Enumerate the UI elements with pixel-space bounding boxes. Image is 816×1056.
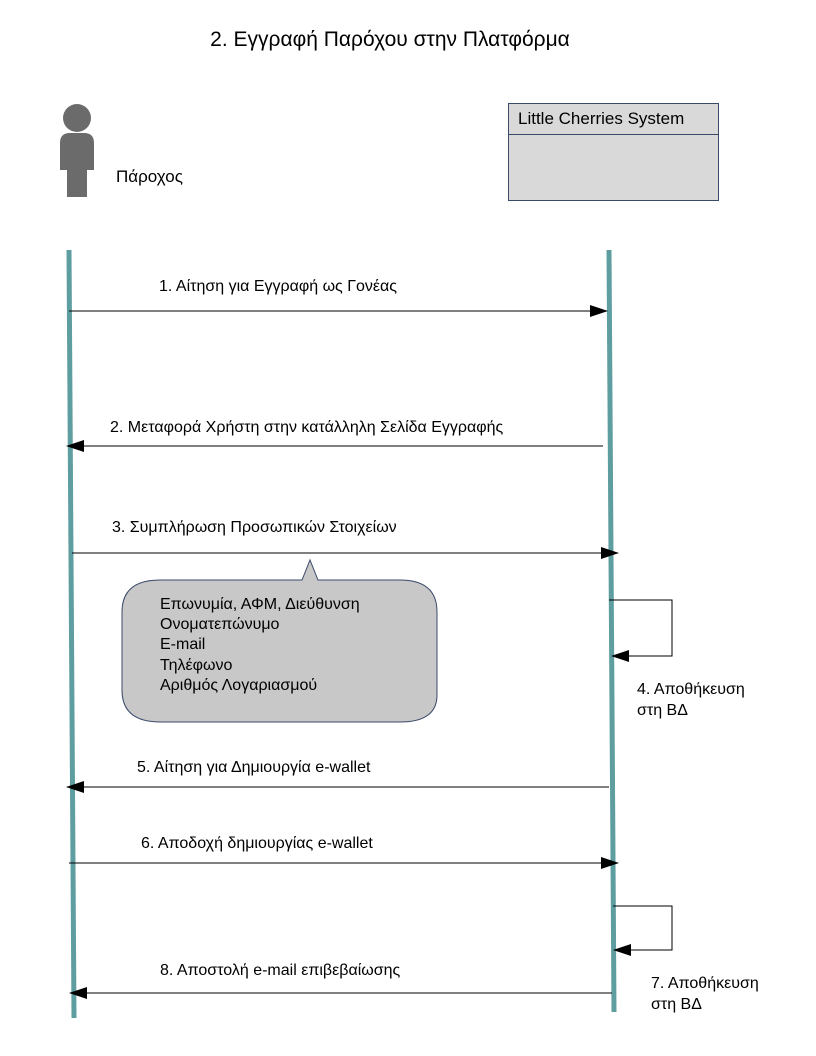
message-label-6: 6. Αποδοχή δημιουργίας e-wallet bbox=[141, 835, 373, 852]
note-callout bbox=[121, 558, 438, 723]
message-label-8: 8. Αποστολή e-mail επιβεβαίωσης bbox=[160, 962, 401, 979]
diagram-title: 2. Εγγραφή Παρόχου στην Πλατφόρμα bbox=[210, 28, 570, 51]
actor-lifeline bbox=[66, 249, 77, 1019]
system-participant-box: Little Cherries System bbox=[508, 103, 719, 201]
person-icon bbox=[60, 104, 94, 197]
note-line: Αριθμός Λογαριασμού bbox=[160, 677, 318, 694]
note-line: E-mail bbox=[160, 636, 206, 653]
self-message-label-4: 4. Αποθήκευση στη ΒΔ bbox=[637, 681, 745, 719]
self-message-arrow-4 bbox=[609, 599, 673, 662]
system-participant-label: Little Cherries System bbox=[509, 104, 718, 135]
message-label-5: 5. Αίτηση για Δημιουργία e-wallet bbox=[137, 759, 371, 776]
actor-label: Πάροχος bbox=[116, 167, 183, 186]
system-lifeline bbox=[606, 249, 617, 1013]
self-message-label-7: 7. Αποθήκευση στη ΒΔ bbox=[651, 975, 759, 1013]
note-line: Επωνυμία, ΑΦΜ, Διεύθυνση bbox=[160, 596, 360, 613]
note-line: Τηλέφωνο bbox=[160, 657, 233, 674]
message-label-1: 1. Αίτηση για Εγγραφή ως Γονέας bbox=[159, 278, 398, 295]
self-message-arrow-7 bbox=[613, 905, 673, 956]
note-line: Ονοματεπώνυμο bbox=[160, 616, 280, 633]
message-label-2: 2. Μεταφορά Χρήστη στην κατάλληλη Σελίδα… bbox=[110, 419, 504, 436]
message-label-3: 3. Συμπλήρωση Προσωπικών Στοιχείων bbox=[112, 519, 397, 536]
